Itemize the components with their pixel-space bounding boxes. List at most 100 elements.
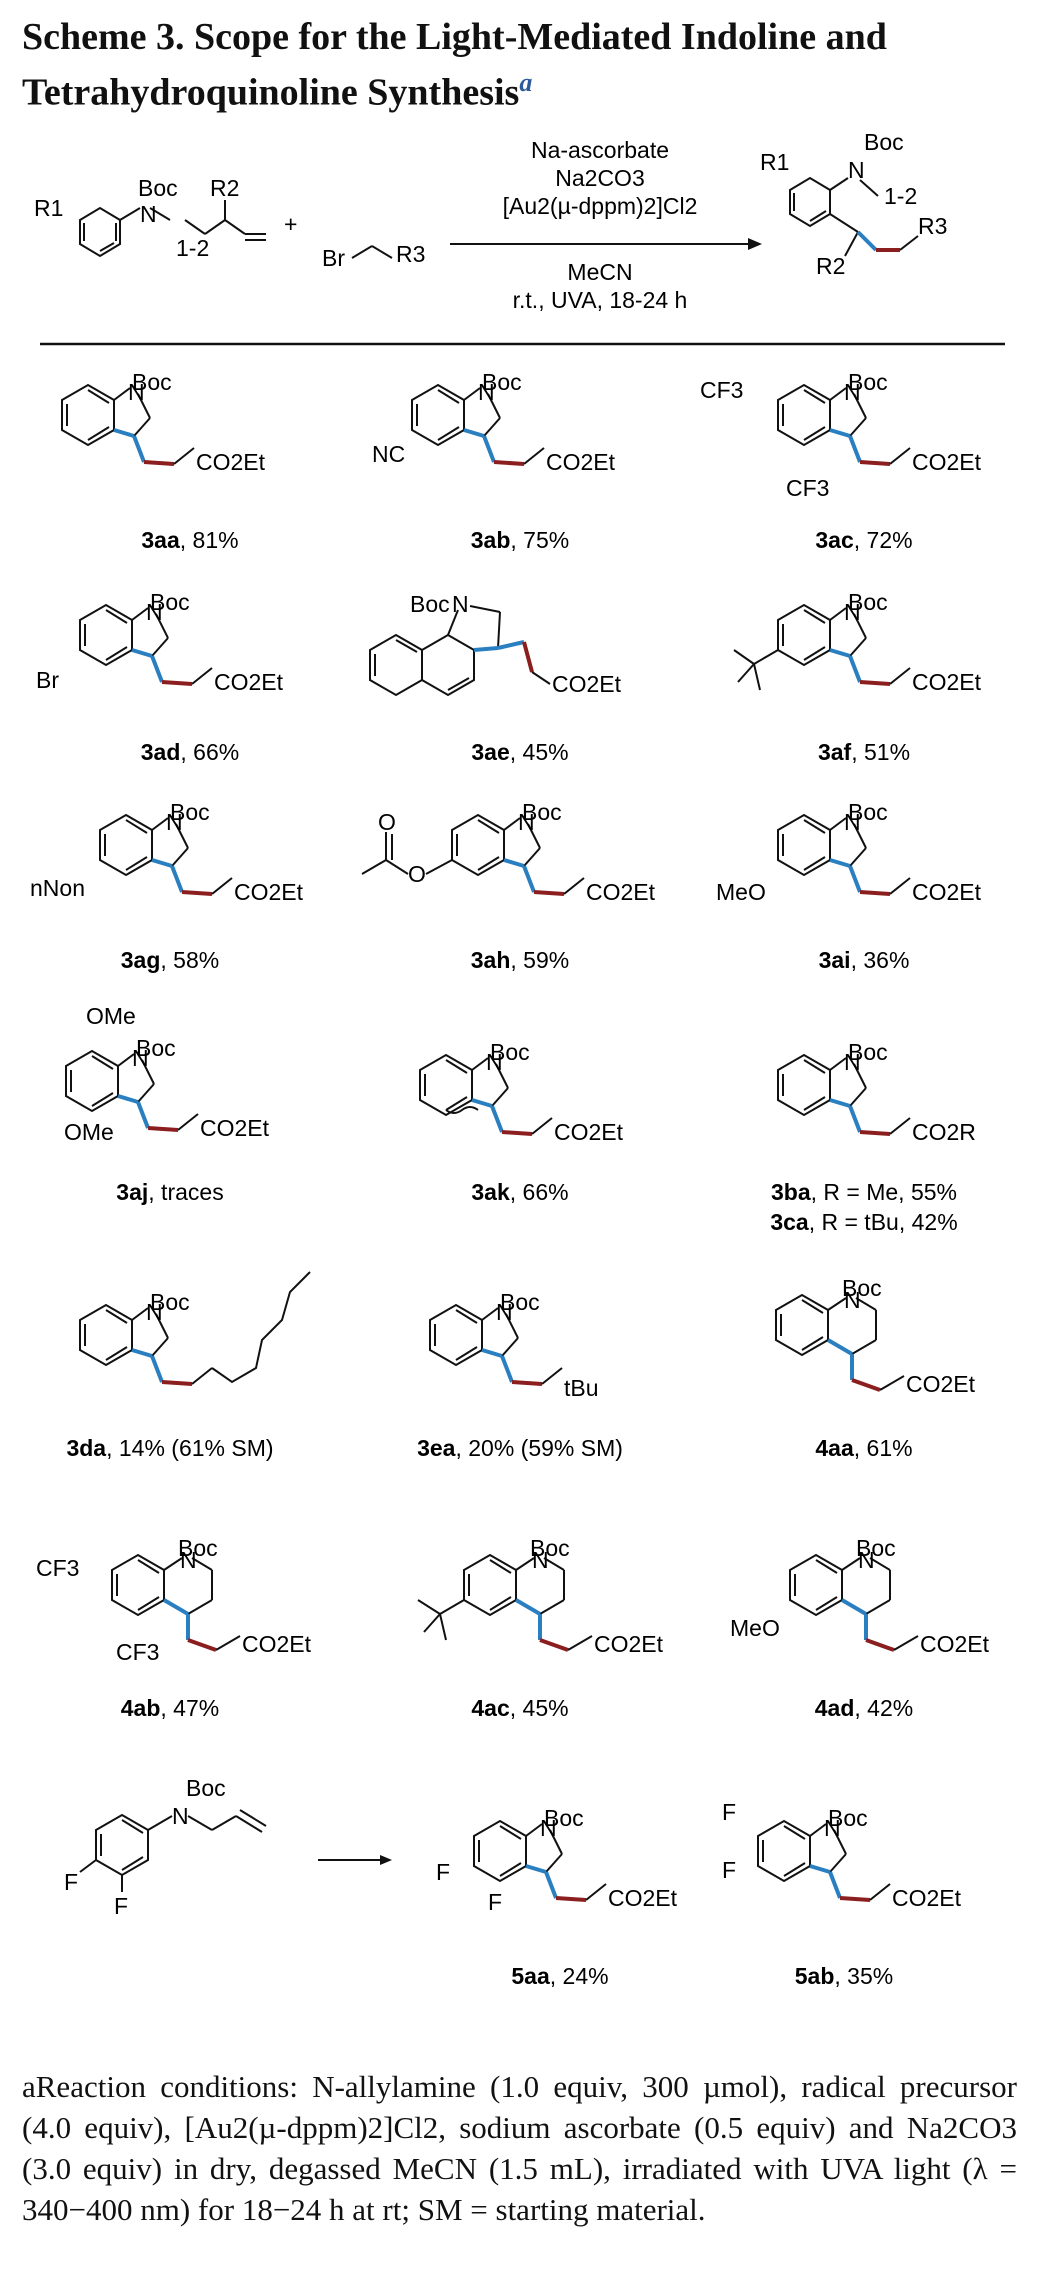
caption-3ad: 3ad, 66%	[141, 739, 239, 765]
starting-material-aniline	[79, 200, 266, 258]
lbl-boc-4aa: Boc	[842, 1275, 882, 1301]
product-n-label: N	[848, 157, 865, 183]
lbl-n-3aj: N	[132, 1045, 149, 1071]
caption-3af: 3af, 51%	[818, 739, 910, 765]
product-r3-label: R3	[918, 213, 947, 239]
structure-4ad	[788, 1553, 920, 1652]
reagent-gold-catalyst: [Au2(µ-dppm)2]Cl2	[503, 193, 698, 219]
caption-3da: 3da, 14% (61% SM)	[66, 1435, 273, 1461]
lbl-f2-5aa: F	[488, 1889, 502, 1915]
lbl-n-3ae: N	[452, 591, 469, 617]
lbl-boc-3ba: Boc	[848, 1039, 888, 1065]
lbl-co2et-4ac: CO2Et	[594, 1631, 664, 1657]
sm-range-label: 1-2	[176, 235, 209, 261]
caption-3ah: 3ah, 59%	[471, 947, 569, 973]
caption-3ak: 3ak, 66%	[471, 1179, 568, 1205]
caption-4ad: 4ad, 42%	[815, 1695, 913, 1721]
plus-sign: +	[284, 211, 297, 237]
caption-3ac: 3ac, 72%	[815, 527, 912, 553]
lbl-co2et-3ai: CO2Et	[912, 879, 982, 905]
lbl-n-4ad: N	[858, 1547, 875, 1573]
lbl-co2et-5ab: CO2Et	[892, 1885, 962, 1911]
lbl-boc-3aa: Boc	[132, 369, 172, 395]
caption-5ab: 5ab, 35%	[795, 1963, 893, 1989]
lbl-n-3ab: N	[478, 379, 495, 405]
lbl-n-3af: N	[844, 599, 861, 625]
tbu-group-3af	[733, 649, 779, 691]
caption-3ai: 3ai, 36%	[819, 947, 910, 973]
lbl-o-carbonyl-3ah: O	[378, 809, 396, 835]
general-product	[789, 176, 919, 257]
lbl-boc-5ab: Boc	[828, 1805, 868, 1831]
product-r1-label: R1	[760, 149, 789, 175]
title-line-2: Tetrahydroquinoline Synthesis	[22, 71, 520, 114]
reagent-carbonate: Na2CO3	[555, 165, 644, 191]
reaction-scheme: R1 Boc N R2 1-2 + Br R3 Na-ascorbate Na2…	[30, 129, 1005, 1989]
lbl-boc-5aa: Boc	[544, 1805, 584, 1831]
methyl-wavy-bond-3ak	[445, 1106, 479, 1114]
lbl-boc-3aj: Boc	[136, 1035, 176, 1061]
product-range-label: 1-2	[884, 183, 917, 209]
structure-3ae	[369, 605, 551, 697]
lbl-n-3ai: N	[844, 809, 861, 835]
sm-r2-label: R2	[210, 175, 239, 201]
structure-4aa	[774, 1293, 906, 1392]
sm-r1-label: R1	[34, 195, 63, 221]
lbl-co2et-3ak: CO2Et	[554, 1119, 624, 1145]
lbl-co2et-3ac: CO2Et	[912, 449, 982, 475]
lbl-co2et-3ae: CO2Et	[552, 671, 622, 697]
lbl-tbu-3ea: tBu	[564, 1375, 599, 1401]
caption-3ag: 3ag, 58%	[121, 947, 219, 973]
lbl-co2et-3ag: CO2Et	[234, 879, 304, 905]
structure-4ac	[462, 1553, 594, 1652]
lbl-f2-sm: F	[114, 1893, 128, 1919]
structure-4ab	[110, 1553, 242, 1652]
lbl-co2et-4aa: CO2Et	[906, 1371, 976, 1397]
bromide-br-label: Br	[322, 245, 345, 271]
lbl-f2-5ab: F	[722, 1857, 736, 1883]
caption-4ac: 4ac, 45%	[471, 1695, 568, 1721]
lbl-boc-3ae: Boc	[410, 591, 450, 617]
lbl-n-5ab: N	[824, 1815, 841, 1841]
lbl-o-ester-3ah: O	[408, 861, 426, 887]
caption-3ba: 3ba, R = Me, 55%	[771, 1179, 957, 1205]
lbl-n-3da: N	[146, 1299, 163, 1325]
lbl-co2et-3aj: CO2Et	[200, 1115, 270, 1141]
footnote: aReaction conditions: N-allylamine (1.0 …	[22, 2069, 1017, 2227]
lbl-n-3ad: N	[146, 599, 163, 625]
lbl-br-3ad: Br	[36, 667, 59, 693]
lbl-co2et-3aa: CO2Et	[196, 449, 266, 475]
structure-difluoro-aniline	[79, 1809, 267, 1892]
lbl-boc-4ab: Boc	[178, 1535, 218, 1561]
lbl-cf3-bot-3ac: CF3	[786, 475, 829, 501]
lbl-boc-sm: Boc	[186, 1775, 226, 1801]
caption-3ea: 3ea, 20% (59% SM)	[417, 1435, 623, 1461]
arrow-head-row7	[380, 1855, 392, 1865]
lbl-cf3-top-3ac: CF3	[700, 377, 743, 403]
caption-3aj: 3aj, traces	[116, 1179, 223, 1205]
lbl-boc-3da: Boc	[150, 1289, 190, 1315]
product-boc-label: Boc	[864, 129, 904, 155]
lbl-n-3ac: N	[844, 379, 861, 405]
lbl-boc-3ac: Boc	[848, 369, 888, 395]
bromide-r3-label: R3	[396, 241, 425, 267]
scheme-title: Scheme 3. Scope for the Light-Mediated I…	[22, 14, 1022, 116]
lbl-n-4aa: N	[844, 1287, 861, 1313]
lbl-cf3-top-4ab: CF3	[36, 1555, 79, 1581]
lbl-co2et-4ab: CO2Et	[242, 1631, 312, 1657]
lbl-n-3ea: N	[496, 1299, 513, 1325]
caption-3aa: 3aa, 81%	[141, 527, 238, 553]
lbl-cf3-bot-4ab: CF3	[116, 1639, 159, 1665]
lbl-co2et-4ad: CO2Et	[920, 1631, 990, 1657]
reaction-conditions: r.t., UVA, 18-24 h	[513, 287, 688, 313]
caption-5aa: 5aa, 24%	[511, 1963, 608, 1989]
lbl-boc-3ea: Boc	[500, 1289, 540, 1315]
lbl-f1-5ab: F	[722, 1799, 736, 1825]
title-line-1: Scheme 3. Scope for the Light-Mediated I…	[22, 16, 887, 58]
title-footnote-marker: a	[519, 68, 533, 97]
caption-3ca: 3ca, R = tBu, 42%	[770, 1209, 957, 1235]
lbl-n-3ag: N	[166, 809, 183, 835]
sm-n-label: N	[140, 201, 157, 227]
lbl-boc-3ai: Boc	[848, 799, 888, 825]
lbl-co2et-3ah: CO2Et	[586, 879, 656, 905]
